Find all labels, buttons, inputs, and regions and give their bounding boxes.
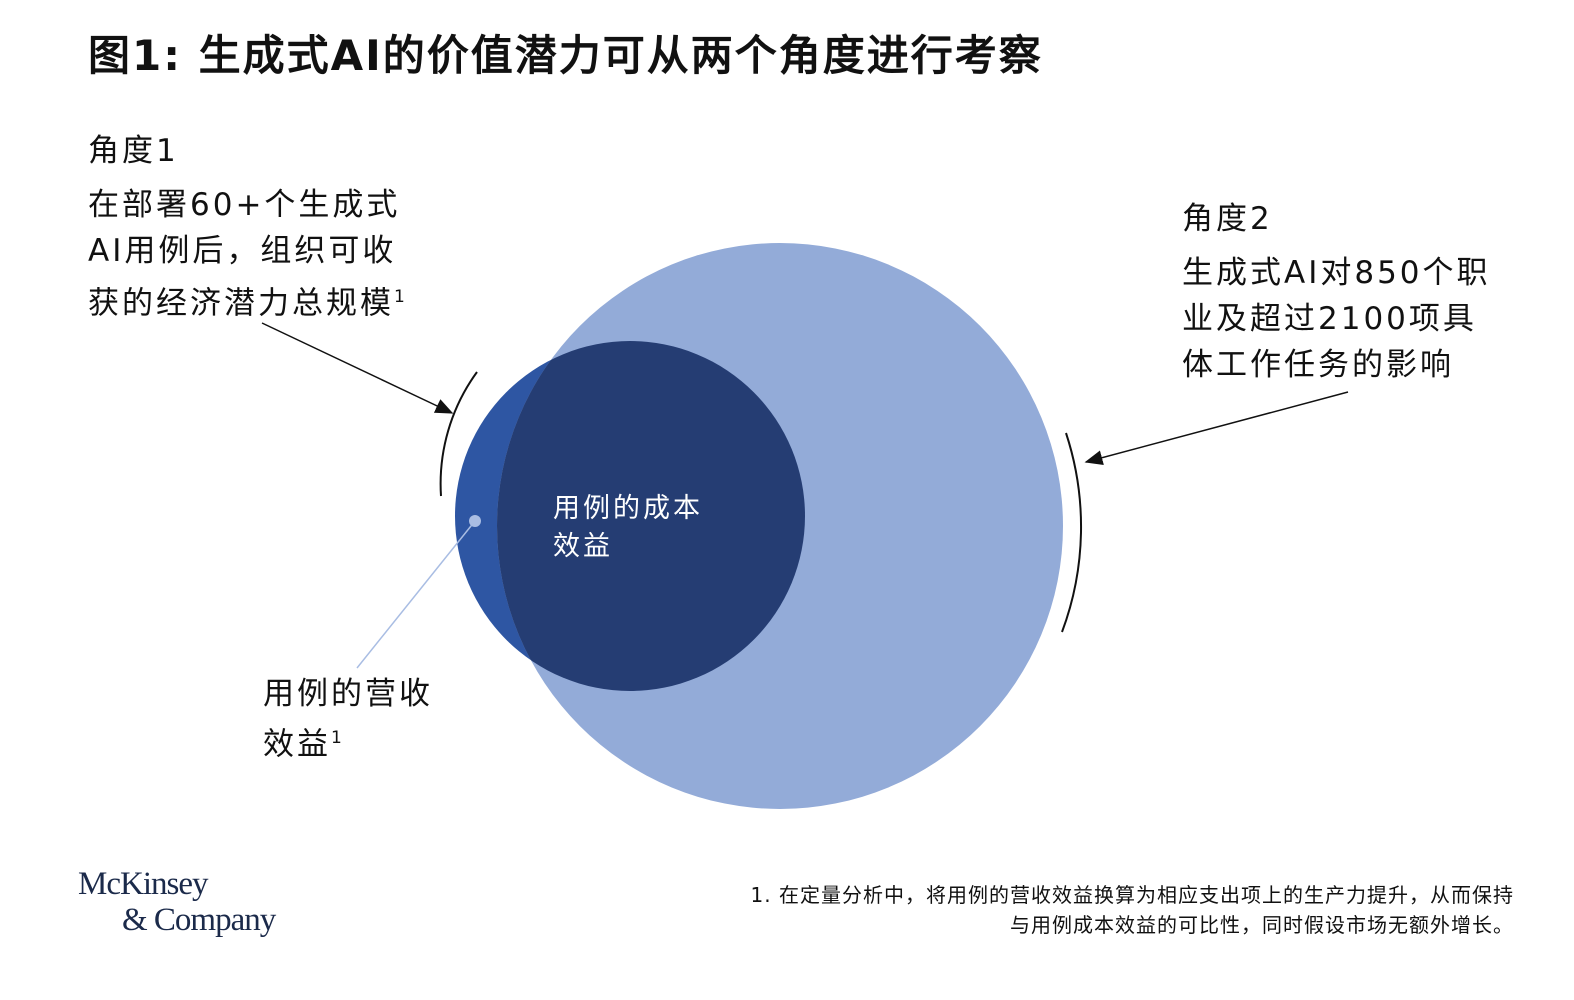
revenue-benefit-line: 效益 [263, 726, 331, 763]
cost-benefit-line: 效益 [553, 531, 613, 562]
mckinsey-logo: McKinsey & Company [78, 866, 276, 938]
perspective2-label: 角度2 生成式AI对850个职 业及超过2100项具 体工作任务的影响 [1182, 196, 1491, 388]
revenue-benefit-label: 用例的营收 效益1 [263, 672, 433, 766]
perspective1-line: 获的经济潜力总规模 [88, 285, 394, 322]
cost-benefit-line: 用例的成本 [553, 493, 703, 524]
right-bracket-arc [1061, 432, 1083, 633]
arrow-perspective1 [261, 322, 454, 414]
perspective2-heading: 角度2 [1182, 201, 1273, 237]
perspective1-heading: 角度1 [88, 133, 179, 169]
revenue-leader-line [356, 520, 476, 669]
footnote-line: 与用例成本效益的可比性，同时假设市场无额外增长。 [1010, 913, 1514, 937]
arrow-perspective2 [1084, 391, 1349, 465]
logo-line: McKinsey [78, 866, 208, 902]
footnote-ref: 1 [331, 728, 345, 748]
footnote-ref: 1 [394, 287, 408, 307]
cost-benefit-circle [497, 341, 805, 691]
footnote-line: 1. 在定量分析中，将用例的营收效益换算为相应支出项上的生产力提升，从而保持 [750, 883, 1514, 907]
revenue-leader-dot [469, 515, 481, 527]
cost-benefit-label: 用例的成本 效益 [553, 490, 703, 566]
revenue-benefit-line: 用例的营收 [263, 676, 433, 712]
perspective2-line: 生成式AI对850个职 [1182, 255, 1491, 291]
footnote: 1. 在定量分析中，将用例的营收效益换算为相应支出项上的生产力提升，从而保持 与… [751, 880, 1514, 940]
perspective2-line: 体工作任务的影响 [1182, 347, 1454, 383]
perspective1-line: 在部署60+个生成式 [88, 187, 401, 223]
left-bracket-arc [439, 371, 478, 497]
perspective1-line: AI用例后，组织可收 [88, 233, 397, 269]
figure-title: 图1: 生成式AI的价值潜力可从两个角度进行考察 [88, 31, 1043, 80]
perspective1-label: 角度1 在部署60+个生成式 AI用例后，组织可收 获的经济潜力总规模1 [88, 128, 408, 326]
perspective2-line: 业及超过2100项具 [1182, 301, 1477, 337]
logo-line: & Company [122, 902, 276, 938]
